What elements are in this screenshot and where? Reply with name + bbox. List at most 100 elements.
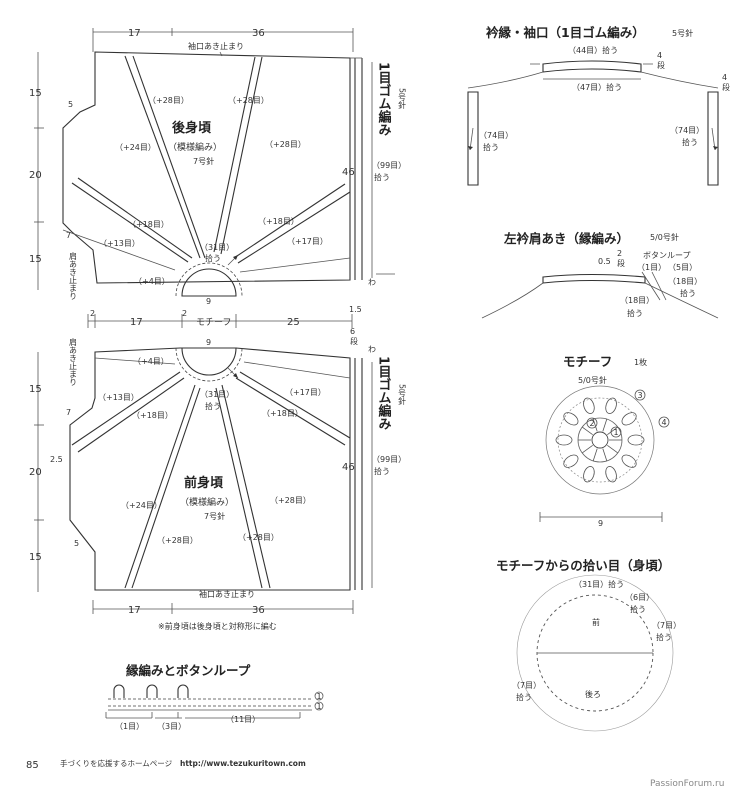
- edge-row-1: 1: [317, 692, 322, 701]
- shoulder-pick-word: 拾う: [680, 288, 696, 298]
- motif-spoke: [581, 444, 593, 454]
- front-stitch-1: （+4目）: [133, 357, 169, 366]
- front-dim-step5: 5: [74, 539, 79, 548]
- mid-motif-label: モチーフ: [196, 317, 231, 328]
- motif-petal: [605, 466, 617, 483]
- front-motif-width: 9: [206, 338, 211, 347]
- back-cuff-stop-label: 袖口あき止まり: [188, 41, 244, 51]
- front-stitch-9: （+28目）: [238, 533, 279, 542]
- front-stitch-7: （+28目）: [270, 496, 311, 505]
- front-stitch-2: （+13目）: [98, 393, 139, 402]
- back-motif-pickup: （31目）: [200, 243, 234, 252]
- edge-title: 縁編みとボタンループ: [126, 663, 251, 678]
- motif-spoke: [602, 448, 608, 462]
- shoulder-opening-diagram: 左衿肩あき（縁編み） 5/0号針 0.5 2 段 ボタンループ （1目） （5目…: [481, 231, 719, 319]
- front-dim-right: 46: [342, 462, 355, 473]
- back-stitch-1: （+28目）: [148, 96, 189, 105]
- mid-dim-2a: 2: [90, 309, 95, 318]
- shoulder-count-18b: （18目）: [620, 296, 654, 305]
- page-footer: 85 手づくりを応援するホームページ http://www.tezukurito…: [26, 758, 724, 789]
- back-motif-pickup-word: 拾う: [205, 253, 221, 263]
- motif-diagram: モチーフ 1枚 5/0号針 3 4 2 1 9: [539, 354, 670, 528]
- motif-count: 1枚: [634, 357, 647, 367]
- mid-dim-6: 6: [350, 327, 355, 336]
- back-title: 後身頃: [172, 120, 212, 136]
- mid-dim-1-5: 1.5: [349, 305, 362, 314]
- collar-needle: 5号針: [672, 28, 693, 38]
- shoulder-title: 左衿肩あき（縁編み）: [503, 231, 629, 246]
- front-dim-bottom-right: 36: [252, 605, 265, 616]
- pickup-count-7a-word: 拾う: [656, 632, 672, 642]
- motif-spoke: [602, 418, 608, 432]
- page-number: 85: [26, 760, 39, 771]
- back-stitch-7: （+18目）: [258, 217, 299, 226]
- pickup-front: 前: [592, 617, 600, 627]
- front-needle: 7号針: [204, 511, 225, 521]
- shoulder-needle: 5/0号針: [650, 232, 679, 242]
- back-dim-step7: 7: [66, 231, 71, 240]
- motif-petal: [555, 434, 573, 446]
- motif-round-1: 1: [614, 428, 619, 437]
- motif-chart: [545, 385, 655, 495]
- front-dim-left-bot: 15: [29, 552, 42, 563]
- pickup-back: 後ろ: [585, 689, 601, 699]
- shoulder-count-5: （5目）: [668, 263, 697, 272]
- cuff-rows: 4: [722, 73, 727, 82]
- front-cuff-stop: 袖口あき止まり: [199, 589, 255, 599]
- front-pickup-word: 拾う: [374, 466, 390, 476]
- motif-spoke: [607, 444, 619, 454]
- front-stitch-4: （+17目）: [285, 388, 326, 397]
- front-dim-left-2-5: 2.5: [50, 455, 63, 464]
- collar-band: [542, 60, 642, 73]
- back-motif-half: [181, 268, 237, 297]
- edge-count-1: （1目）: [115, 722, 144, 731]
- back-dim-left-mid: 20: [29, 170, 42, 181]
- back-shoulder-stop: 肩あき止まり: [69, 251, 78, 300]
- collar-rows: 4: [657, 51, 662, 60]
- front-stitch-8: （+28目）: [157, 536, 198, 545]
- footer-text: 手づくりを応援するホームページ: [60, 758, 173, 768]
- front-stitch-3: （+18目）: [132, 411, 173, 420]
- motif-petal: [621, 412, 637, 426]
- back-body-outline: [62, 51, 351, 284]
- back-dim-top-right: 36: [252, 28, 265, 39]
- shoulder-pick-word-2: 拾う: [627, 308, 643, 318]
- collar-top-pickup: （44目）拾う: [568, 45, 618, 55]
- shoulder-slit: [641, 271, 667, 301]
- shoulder-loop-label: ボタンループ: [643, 251, 691, 260]
- edge-button-loop-diagram: 縁編みとボタンループ 1 1 （1目） （3目） （11目）: [105, 663, 324, 731]
- back-pickup-word: 拾う: [374, 172, 390, 182]
- back-stitch-8: （+17目）: [287, 237, 328, 246]
- mid-dim-6-unit: 段: [350, 336, 358, 346]
- front-pickup: （99目）: [372, 455, 406, 464]
- front-body-outline: [69, 347, 351, 591]
- front-motif-half: [181, 347, 237, 376]
- collar-left-pickup-word: 拾う: [483, 142, 499, 152]
- motif-needle: 5/0号針: [578, 375, 607, 385]
- pickup-count-6: （6目）: [625, 593, 654, 602]
- back-stitch-9: （+4目）: [134, 277, 170, 286]
- edge-count-11: （11目）: [226, 715, 260, 724]
- collar-rows-unit: 段: [657, 60, 665, 70]
- collar-right-pickup-word: 拾う: [682, 137, 698, 147]
- back-dim-left-top: 15: [29, 88, 42, 99]
- collar-bottom-pickup: （47目）拾う: [572, 82, 622, 92]
- back-needle: 7号針: [193, 156, 214, 166]
- back-rib-label: 1目ゴム編み: [376, 62, 392, 136]
- back-stitch-5: （+18目）: [128, 220, 169, 229]
- watermark: PassionForum.ru: [650, 779, 724, 789]
- shoulder-edge-band: [542, 273, 646, 284]
- mid-dim-2b: 2: [182, 309, 187, 318]
- footer-url[interactable]: http://www.tezukuritown.com: [180, 759, 306, 768]
- back-body-diagram: 17 36 袖口あき止まり 9 （31目） 拾う 後: [29, 28, 407, 306]
- pickup-count-7a: （7目）: [652, 621, 681, 630]
- back-dim-left-bot: 15: [29, 254, 42, 265]
- right-cuff-band: [707, 91, 719, 186]
- motif-width: 9: [598, 519, 603, 528]
- back-stitch-3: （+24目）: [115, 143, 156, 152]
- pickup-title: モチーフからの拾い目（身頃）: [496, 558, 670, 573]
- back-rib-needle: 5号針: [398, 88, 407, 110]
- button-loops: [113, 684, 189, 698]
- motif-petal: [583, 397, 595, 414]
